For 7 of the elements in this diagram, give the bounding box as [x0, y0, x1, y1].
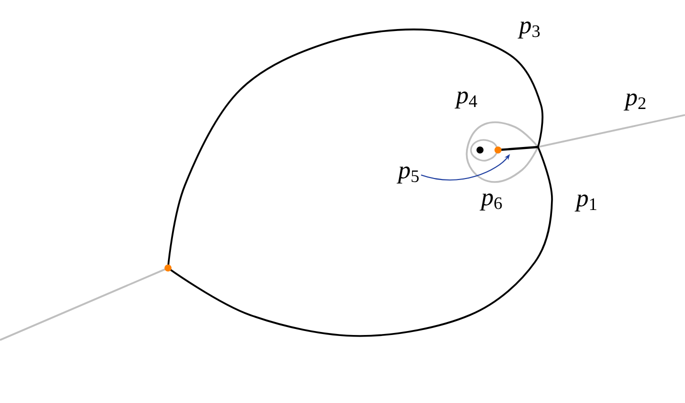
- curve-label: p$_{5}$: [396, 166, 419, 184]
- curve-label: p$_{6}$: [480, 193, 502, 211]
- curve-label: p$_{3}$: [518, 21, 540, 39]
- curve-label: p$_{2}$: [624, 93, 646, 111]
- curve-label: p$_{1}$: [574, 194, 596, 212]
- curve-label: p$_{4}$: [454, 91, 478, 109]
- point-marker: [494, 146, 502, 154]
